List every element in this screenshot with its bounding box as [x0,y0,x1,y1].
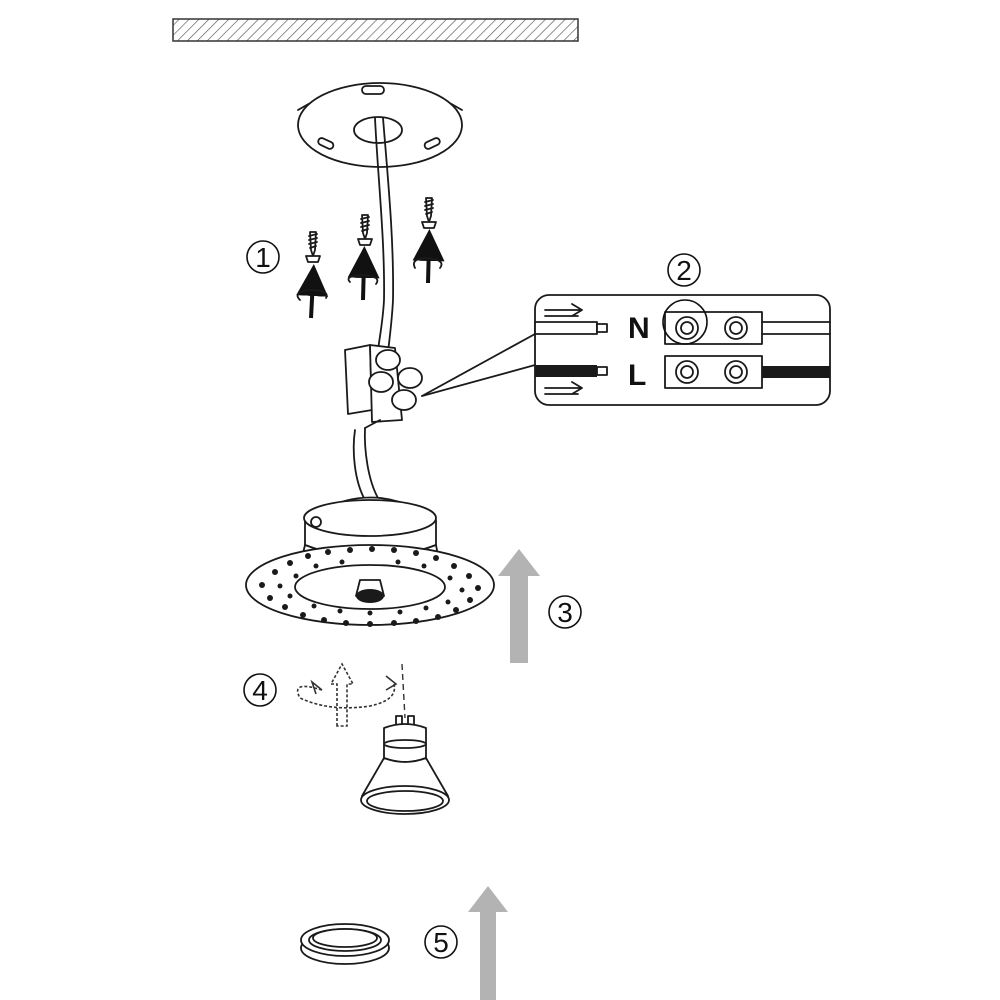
neutral-terminal-letter: N [628,312,650,345]
ceiling-hatch [172,18,579,42]
step-5-label: 5 [424,925,458,959]
svg-text:5: 5 [433,927,449,958]
rotate-arrow-icon [296,662,398,727]
svg-text:1: 1 [255,242,271,273]
push-up-arrow-icon [468,886,508,1000]
supply-cable [374,117,395,353]
step-4-label: 4 [243,673,277,707]
svg-text:3: 3 [557,597,573,628]
rotate-arrow-icon [296,257,443,301]
terminal-block-icon [344,344,423,429]
svg-text:4: 4 [252,675,268,706]
step-2-label: 2 [667,253,701,287]
push-up-arrow-icon [498,549,540,663]
mounting-plate-icon [297,82,463,168]
step-1-label: 1 [246,240,280,274]
screw-icon [305,197,437,263]
svg-text:2: 2 [676,255,692,286]
detail-leader-lines [421,333,536,397]
retaining-ring-icon [300,923,390,965]
live-terminal-letter: L [628,359,646,392]
wiring-detail-panel [534,294,831,406]
step-3-label: 3 [548,595,582,629]
lamp-housing-icon [245,496,495,627]
lamp-cable [352,427,379,501]
alignment-line [401,663,406,719]
gu10-bulb-icon [360,715,450,815]
push-up-arrow-icon [296,229,445,319]
